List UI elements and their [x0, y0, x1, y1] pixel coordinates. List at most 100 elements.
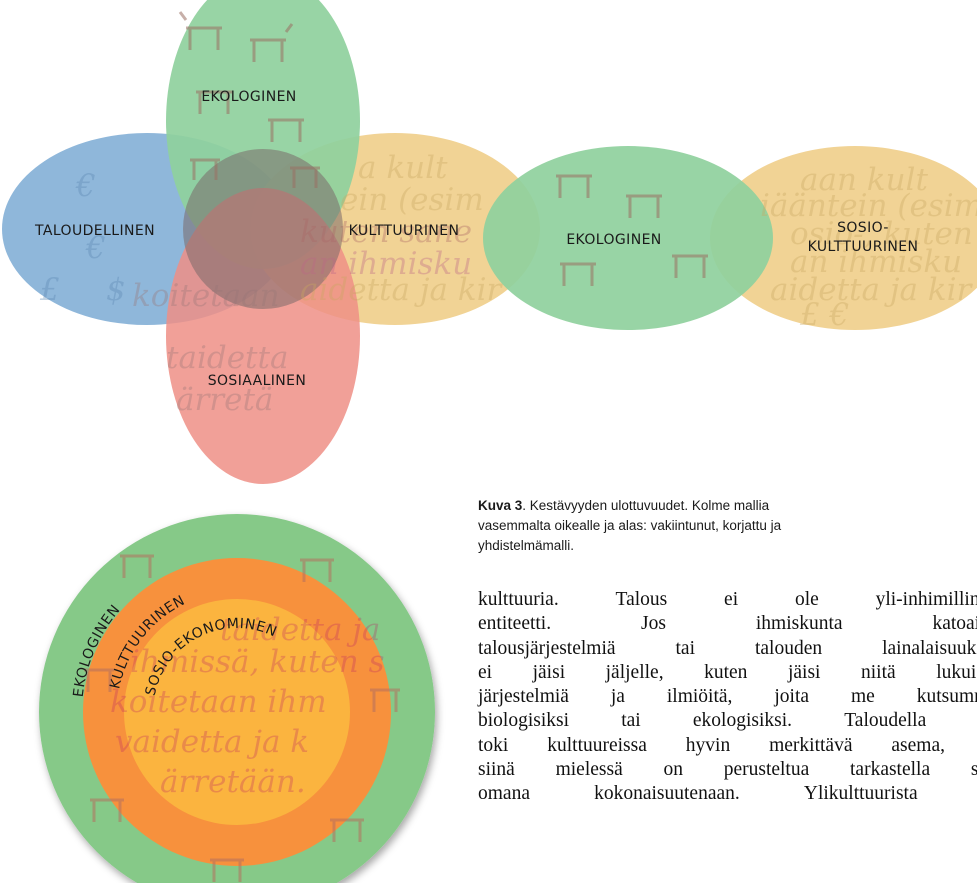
word: merkittävä — [769, 734, 853, 756]
word: ilmiöitä, — [666, 686, 733, 708]
svg-text:ärretä: ärretä — [176, 382, 273, 418]
word: Taloudella — [844, 710, 927, 732]
word: tarkastella — [850, 759, 931, 781]
word: talouden — [754, 637, 823, 659]
svg-text:ihmissä, kuten s: ihmissä, kuten s — [130, 644, 384, 680]
word: omana — [478, 783, 530, 805]
label-sosio-line2: KULTTUURINEN — [808, 239, 919, 255]
svg-text:$: $ — [106, 272, 126, 308]
word: järjestelmiä — [478, 686, 569, 708]
svg-text:a kult: a kult — [358, 150, 448, 186]
label-kulttuurinen: KULTTUURINEN — [349, 223, 460, 239]
word: lainalaisuuksia — [882, 637, 977, 659]
word: kokonaisuutenaan. — [594, 783, 740, 805]
svg-text:€: € — [85, 230, 106, 266]
word: lukuisia — [936, 661, 977, 683]
word: katoaisi, — [932, 613, 977, 635]
word: joita — [774, 686, 810, 708]
caption-line3: yhdistelmämalli. — [478, 538, 575, 553]
word: ekologisiksi. — [692, 710, 793, 732]
word: Jos — [641, 613, 666, 635]
label-sosiaalinen: SOSIAALINEN — [208, 373, 307, 389]
word: kuten — [704, 661, 748, 683]
svg-text:an ihmisku: an ihmisku — [300, 246, 472, 282]
svg-text:£ €: £ € — [799, 297, 849, 333]
watermark-texture: a kult ein (esim kuten sane an ihmisku a… — [39, 150, 503, 418]
word: me — [850, 686, 875, 708]
svg-text:aidetta ja kir: aidetta ja kir — [770, 272, 973, 308]
word: Talous — [615, 589, 668, 610]
word: sitä — [970, 759, 977, 781]
word: jäisi — [787, 661, 821, 683]
word: tai — [675, 637, 696, 659]
ellipse-ekologinen-2 — [483, 146, 773, 330]
word: perusteltua — [723, 759, 810, 781]
word: siinä — [478, 759, 515, 781]
word: Ylikulttuurista — [803, 783, 918, 805]
word: ole — [794, 589, 819, 610]
word: ei — [724, 589, 739, 610]
word: biologisiksi — [478, 710, 570, 732]
word: tai — [621, 710, 641, 732]
caption-line2: vasemmalta oikealle ja alas: vakiintunut… — [478, 518, 782, 533]
word: jäljelle, — [605, 661, 664, 683]
word: on — [663, 759, 683, 781]
body-line: entiteetti. Jos ihmiskunta katoaisi, — [478, 612, 977, 636]
word: ei — [478, 661, 493, 683]
body-line: järjestelmiä ja ilmiöitä, joita me kutsumme — [478, 685, 977, 709]
model-combination: taidetta ja ihmissä, kuten s koitetaan i… — [39, 514, 435, 883]
body-line: siinä mielessä on perusteltua tarkastella sit… — [478, 758, 977, 782]
model-established: a kult ein (esim kuten sane an ihmisku a… — [2, 0, 540, 484]
word: kulttuuria. — [478, 589, 559, 610]
rock-art-figures-2 — [556, 174, 708, 286]
overlap-center — [183, 149, 343, 309]
ellipse-sosio-kulttuurinen — [710, 146, 977, 330]
caption-text: . Kestävyyden ulottuvuudet. Kolme mallia — [522, 498, 770, 513]
word: hyvin — [685, 734, 731, 756]
svg-text:kuten sane: kuten sane — [300, 214, 472, 250]
body-line: ei jäisi jäljelle, kuten jäisi niitä lukuisia — [478, 661, 977, 685]
label-ekologinen-2: EKOLOGINEN — [566, 232, 661, 248]
svg-text:ärretään.: ärretään. — [160, 764, 306, 800]
word: ihmiskunta — [755, 613, 843, 635]
word: toki — [478, 734, 509, 756]
svg-text:osio-, kuten sane: osio-, kuten sane — [790, 216, 977, 252]
word: jäisi — [532, 661, 566, 683]
ring-inner-sosio-ekonominen — [124, 599, 350, 825]
word: niitä — [861, 661, 896, 683]
svg-text:€: € — [75, 168, 96, 204]
svg-text:iääntein (esim: iääntein (esim — [760, 188, 977, 224]
svg-text:an ihmisku: an ihmisku — [790, 244, 962, 280]
label-taloudellinen: TALOUDELLINEN — [34, 223, 155, 239]
word: kulttuureissa — [547, 734, 647, 756]
label-sosio-line1: SOSIO- — [837, 220, 889, 236]
figure-caption: Kuva 3. Kestävyyden ulottuvuudet. Kolme … — [478, 496, 977, 556]
rock-art-figures — [178, 11, 320, 188]
svg-text:koitetaan ihm: koitetaan ihm — [110, 684, 327, 720]
label-ekologinen: EKOLOGINEN — [201, 89, 296, 105]
svg-text:taidetta ja: taidetta ja — [220, 612, 380, 648]
word: entiteetti. — [478, 613, 552, 635]
svg-text:taidetta: taidetta — [166, 340, 288, 376]
word: mielessä — [555, 759, 623, 781]
rock-art-figures-3 — [84, 554, 400, 882]
word: talousjärjestelmiä — [478, 637, 616, 659]
word: kutsumme — [916, 686, 977, 708]
word: ja — [610, 686, 625, 708]
svg-text:£: £ — [39, 272, 60, 308]
word: asema, — [891, 734, 945, 756]
svg-text:ein (esim: ein (esim — [340, 182, 484, 218]
svg-text:vaidetta ja k: vaidetta ja k — [115, 724, 309, 760]
svg-text:koitetaan: koitetaan — [132, 278, 280, 314]
body-line: talousjärjestelmiä tai talouden lainalaisuu… — [478, 637, 977, 661]
watermark-texture-2: aan kult iääntein (esim osio-, kuten san… — [760, 162, 977, 333]
svg-text:aidetta ja kir: aidetta ja kir — [300, 272, 503, 308]
model-corrected: aan kult iääntein (esim osio-, kuten san… — [483, 146, 977, 333]
